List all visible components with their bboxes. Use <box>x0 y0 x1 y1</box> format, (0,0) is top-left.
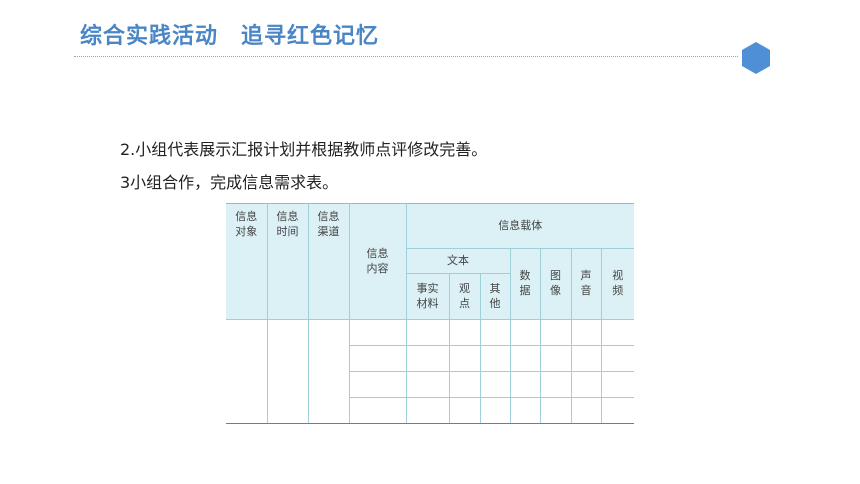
blank-cell[interactable] <box>509 345 541 372</box>
blank-cell[interactable] <box>570 319 602 346</box>
hexagon-icon <box>742 42 770 74</box>
blank-cell[interactable] <box>600 345 635 372</box>
header-image: 图 像 <box>539 248 572 320</box>
header-other: 其 他 <box>479 273 510 320</box>
header-info-content: 信息 内容 <box>348 203 407 320</box>
blank-cell[interactable] <box>479 319 511 346</box>
blank-cell[interactable] <box>405 371 450 398</box>
blank-cell[interactable] <box>479 397 511 424</box>
header-data: 数 据 <box>509 248 541 320</box>
blank-cell[interactable] <box>479 371 511 398</box>
blank-cell[interactable] <box>349 397 407 424</box>
blank-cell[interactable] <box>539 345 572 372</box>
blank-cell[interactable] <box>266 319 309 424</box>
blank-cell[interactable] <box>509 397 541 424</box>
blank-cell[interactable] <box>307 319 350 424</box>
blank-cell[interactable] <box>448 345 481 372</box>
blank-cell[interactable] <box>600 371 635 398</box>
blank-cell[interactable] <box>448 319 481 346</box>
header-info-channel: 信息 渠道 <box>307 203 350 320</box>
instruction-line-2: 3小组合作，完成信息需求表。 <box>120 173 339 192</box>
header-text: 文本 <box>406 248 511 274</box>
page-title: 综合实践活动 追寻红色记忆 <box>80 24 380 49</box>
blank-cell[interactable] <box>600 319 635 346</box>
blank-cell[interactable] <box>226 319 268 424</box>
blank-cell[interactable] <box>570 371 602 398</box>
header-divider <box>74 56 738 57</box>
blank-cell[interactable] <box>479 345 511 372</box>
instruction-line-1: 2.小组代表展示汇报计划并根据教师点评修改完善。 <box>120 140 488 159</box>
blank-cell[interactable] <box>348 319 407 346</box>
blank-cell[interactable] <box>570 397 602 424</box>
blank-cell[interactable] <box>405 319 450 346</box>
blank-cell[interactable] <box>539 397 572 424</box>
header-info-object: 信息 对象 <box>226 203 268 320</box>
blank-cell[interactable] <box>539 371 572 398</box>
blank-cell[interactable] <box>509 371 541 398</box>
header-facts: 事实 材料 <box>406 273 450 320</box>
blank-cell[interactable] <box>539 319 572 346</box>
blank-cell[interactable] <box>405 345 450 372</box>
blank-cell[interactable] <box>448 371 481 398</box>
blank-cell[interactable] <box>509 319 541 346</box>
blank-cell[interactable] <box>600 397 635 424</box>
blank-cell[interactable] <box>349 345 407 372</box>
info-needs-table: 信息 对象 信息 时间 信息 渠道 信息 内容 信息载体 文本 数 据 图 像 … <box>226 203 635 424</box>
header-video: 视 频 <box>600 248 635 320</box>
header-opinion: 观 点 <box>448 273 481 320</box>
blank-cell[interactable] <box>405 397 450 424</box>
header-sound: 声 音 <box>570 248 602 320</box>
blank-cell[interactable] <box>349 371 407 398</box>
blank-cell[interactable] <box>448 397 481 424</box>
header-info-carrier: 信息载体 <box>405 203 635 249</box>
header-info-time: 信息 时间 <box>266 203 309 320</box>
blank-cell[interactable] <box>570 345 602 372</box>
